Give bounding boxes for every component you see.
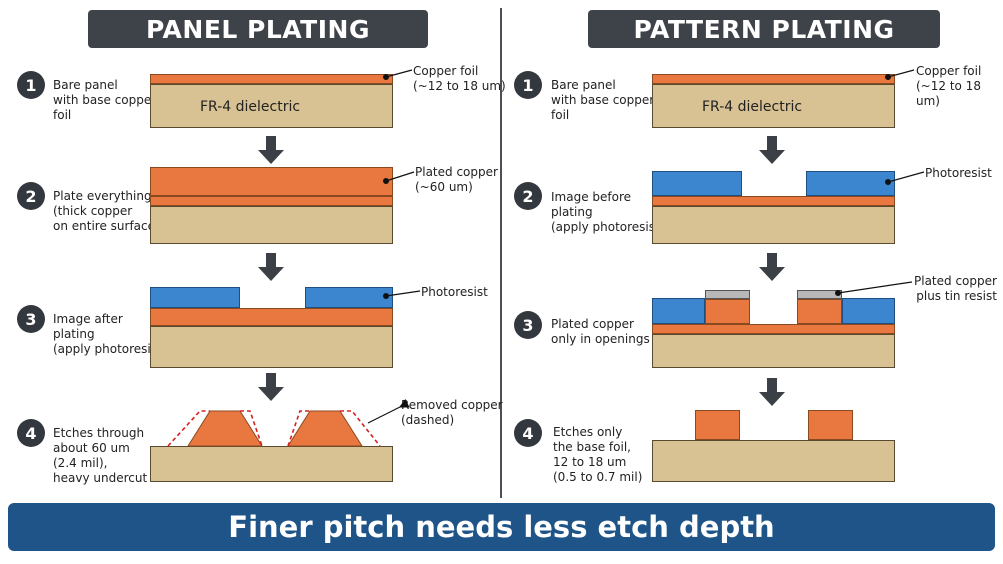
center-divider xyxy=(500,8,502,498)
right-step-3-number: 3 xyxy=(514,311,542,339)
right-s3-tin-1 xyxy=(705,290,750,299)
footer-banner: Finer pitch needs less etch depth xyxy=(8,503,995,551)
right-s4-trace-2 xyxy=(808,410,853,440)
left-s3-fr4 xyxy=(150,326,393,368)
left-step-3-number: 3 xyxy=(17,305,45,333)
right-s2-fr4 xyxy=(652,206,895,244)
right-step-4-text: Etches only the base foil, 12 to 18 um (… xyxy=(553,425,643,484)
right-s3-photoresist-1 xyxy=(652,298,705,324)
right-s3-plated-copper-1 xyxy=(705,299,750,324)
right-s3-fr4 xyxy=(652,334,895,368)
left-step-2-text: Plate everything (thick copper on entire… xyxy=(53,189,160,233)
pattern-plating-title: PATTERN PLATING xyxy=(588,10,940,48)
left-step-4-text: Etches through about 60 um (2.4 mil), he… xyxy=(53,426,148,485)
right-s3-plated-copper-2 xyxy=(797,299,842,324)
left-s2-fr4 xyxy=(150,206,393,244)
left-copper-foil-callout: Copper foil (~12 to 18 um) xyxy=(413,64,506,93)
panel-plating-title: PANEL PLATING xyxy=(88,10,428,48)
left-step-2-number: 2 xyxy=(17,182,45,210)
right-s4-trace-1 xyxy=(695,410,740,440)
right-step-3-text: Plated copper only in openings xyxy=(551,317,650,346)
right-copper-foil-callout: Copper foil (~12 to 18 um) xyxy=(916,64,982,108)
right-s1-fr4-label: FR-4 dielectric xyxy=(702,99,803,115)
right-s4-fr4 xyxy=(652,440,895,482)
left-step-1-text: Bare panel with base copper foil xyxy=(53,78,157,122)
right-s1-copper-foil xyxy=(652,74,895,84)
left-s3-copper xyxy=(150,308,393,326)
down-arrow-icon xyxy=(258,136,785,406)
left-plated-copper-callout: Plated copper (~60 um) xyxy=(415,165,498,194)
right-step-2-text: Image before plating (apply photoresist) xyxy=(551,190,665,234)
left-s4-trace-1 xyxy=(187,410,263,447)
left-s2-copper-foil xyxy=(150,196,393,206)
right-step-1-text: Bare panel with base copper foil xyxy=(551,78,655,122)
right-s2-photoresist-right xyxy=(806,171,895,196)
right-s3-copper-foil xyxy=(652,324,895,334)
right-s2-photoresist-left xyxy=(652,171,742,196)
left-s1-copper-foil xyxy=(150,74,393,84)
left-step-4-number: 4 xyxy=(17,419,45,447)
left-removed-copper-callout: Removed copper (dashed) xyxy=(401,398,503,427)
right-step-4-number: 4 xyxy=(514,419,542,447)
right-s3-tin-2 xyxy=(797,290,842,299)
right-plated-tin-callout: Plated copper plus tin resist xyxy=(914,274,997,303)
left-s1-fr4 xyxy=(150,84,393,128)
left-step-1-number: 1 xyxy=(17,71,45,99)
left-step-3-text: Image after plating (apply photoresist) xyxy=(53,312,167,356)
right-s3-photoresist-2 xyxy=(842,298,895,324)
left-s3-photoresist-right xyxy=(305,287,393,308)
left-photoresist-callout: Photoresist xyxy=(421,285,488,299)
left-s4-trace-2 xyxy=(287,410,363,447)
right-step-1-number: 1 xyxy=(514,71,542,99)
right-photoresist-callout: Photoresist xyxy=(925,166,992,180)
right-s1-fr4 xyxy=(652,84,895,128)
right-step-2-number: 2 xyxy=(514,182,542,210)
right-s2-copper-foil xyxy=(652,196,895,206)
left-s4-fr4 xyxy=(150,446,393,482)
left-s1-fr4-label: FR-4 dielectric xyxy=(200,99,301,115)
left-s3-photoresist-left xyxy=(150,287,240,308)
left-s2-plated-copper xyxy=(150,167,393,196)
